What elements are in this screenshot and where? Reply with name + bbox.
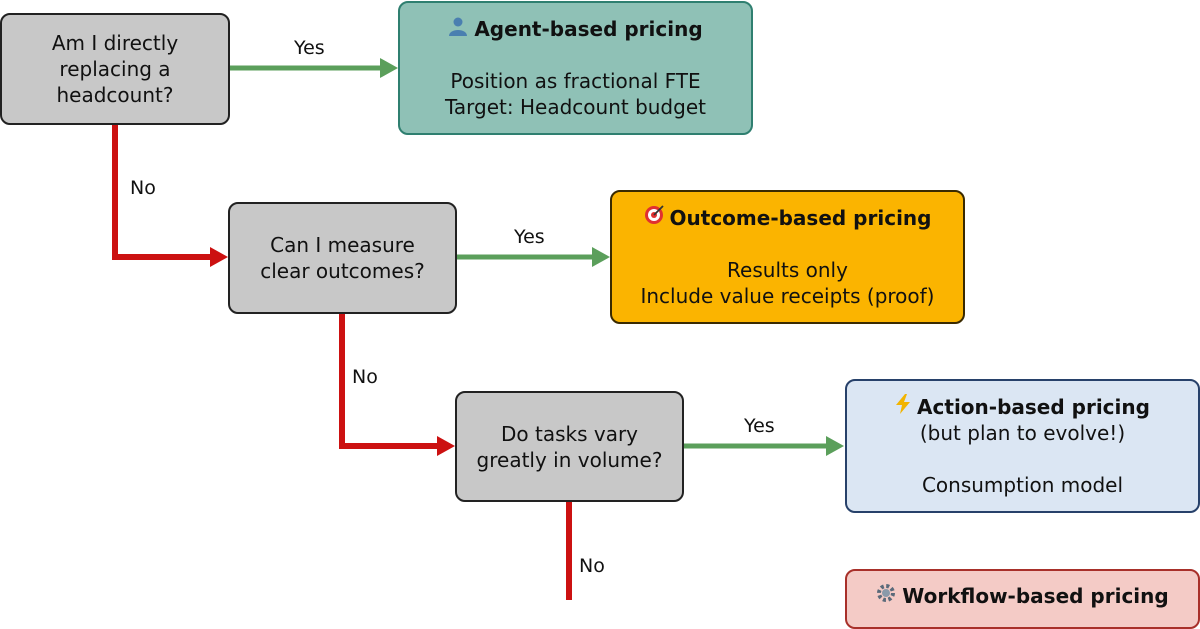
agent-title: Agent-based pricing — [474, 17, 703, 41]
action-title: Action-based pricing — [917, 395, 1150, 419]
answer-action-based: Action-based pricing (but plan to evolve… — [845, 379, 1200, 513]
yes-label-3: Yes — [744, 415, 775, 437]
workflow-title-row: Workflow-based pricing — [876, 583, 1169, 609]
answer-agent-based: Agent-based pricing Position as fraction… — [398, 1, 753, 135]
flowchart-connectors — [112, 58, 844, 600]
no-label-1: No — [130, 177, 156, 199]
target-icon — [644, 205, 664, 231]
lightning-icon — [895, 394, 911, 420]
question-headcount-text: Am I directly replacing a headcount? — [51, 31, 179, 107]
outcome-title: Outcome-based pricing — [669, 206, 932, 230]
action-subtitle: (but plan to evolve!) — [919, 421, 1126, 445]
no-arrow-2 — [339, 314, 455, 456]
workflow-title: Workflow-based pricing — [902, 584, 1169, 608]
agent-title-row: Agent-based pricing — [448, 16, 703, 42]
outcome-title-row: Outcome-based pricing — [644, 205, 932, 231]
answer-outcome-based: Outcome-based pricing Results only Inclu… — [610, 190, 965, 324]
yes-arrow-1 — [230, 58, 398, 78]
yes-arrow-2 — [457, 247, 610, 267]
question-outcomes-text: Can I measure clear outcomes? — [260, 233, 425, 283]
outcome-line-1: Results only — [727, 258, 848, 282]
outcome-line-2: Include value receipts (proof) — [640, 284, 935, 308]
question-volume: Do tasks vary greatly in volume? — [455, 391, 684, 502]
no-label-3: No — [579, 555, 605, 577]
yes-arrow-3 — [684, 436, 844, 456]
yes-label-2: Yes — [514, 226, 545, 248]
agent-line-1: Position as fractional FTE — [450, 69, 701, 93]
no-label-2: No — [352, 366, 378, 388]
question-outcomes: Can I measure clear outcomes? — [228, 202, 457, 314]
yes-label-1: Yes — [294, 37, 325, 59]
answer-workflow-based: Workflow-based pricing — [845, 569, 1200, 629]
question-volume-text: Do tasks vary greatly in volume? — [476, 421, 663, 472]
gear-icon — [876, 583, 896, 609]
person-icon — [448, 16, 468, 42]
action-title-row: Action-based pricing — [895, 394, 1150, 420]
question-headcount: Am I directly replacing a headcount? — [0, 13, 230, 125]
no-arrow-1 — [112, 125, 228, 267]
agent-line-2: Target: Headcount budget — [445, 95, 706, 119]
action-line-1: Consumption model — [921, 473, 1124, 497]
